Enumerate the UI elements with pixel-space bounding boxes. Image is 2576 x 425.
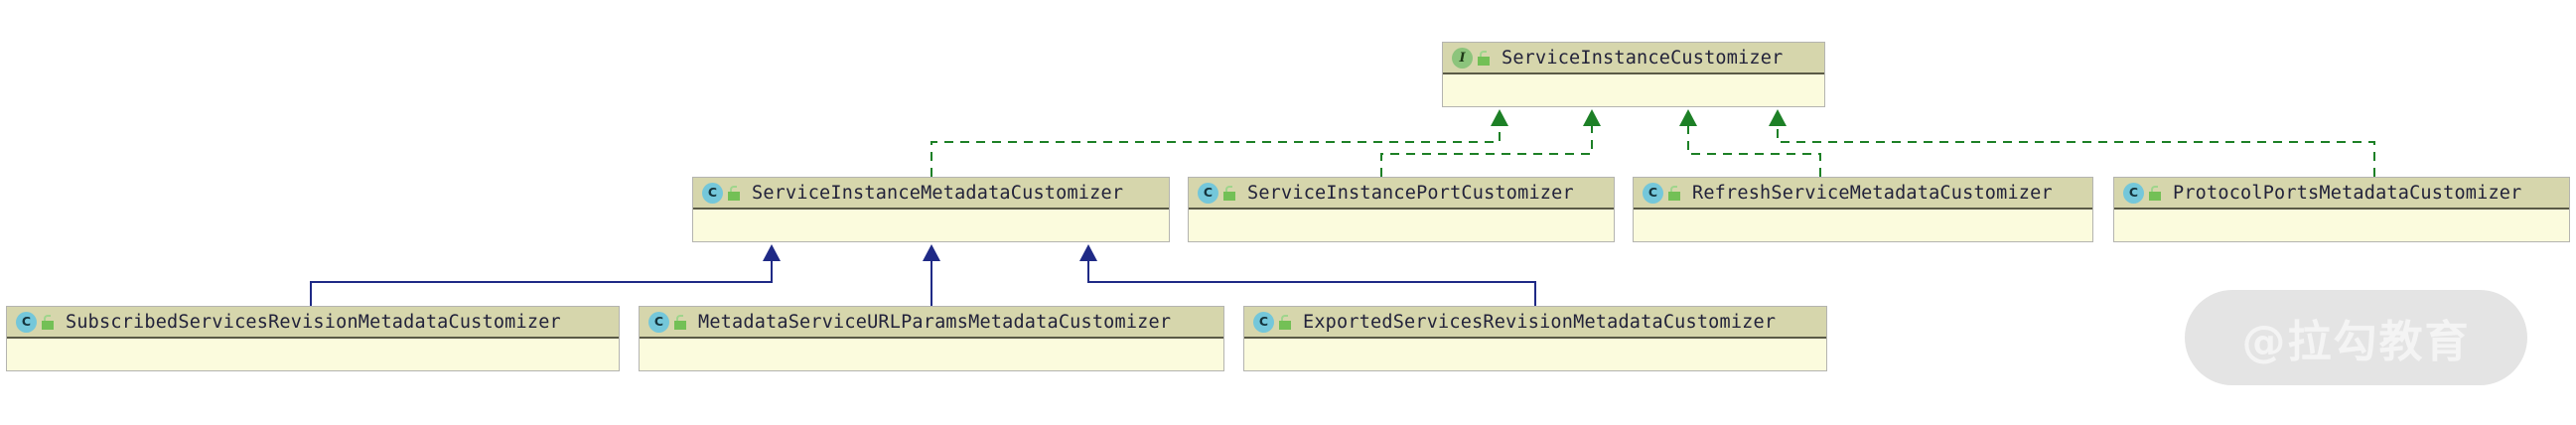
edge-arrowhead bbox=[763, 244, 781, 261]
uml-node-title: SubscribedServicesRevisionMetadataCustom… bbox=[66, 311, 561, 333]
uml-node-header: C MetadataServiceURLParamsMetadataCustomi… bbox=[640, 307, 1223, 339]
edge-realization bbox=[1769, 109, 2375, 177]
uml-node-title: ServiceInstancePortCustomizer bbox=[1247, 182, 1574, 204]
padlock-shackle bbox=[1670, 185, 1677, 193]
uml-node-header: C ProtocolPortsMetadataCustomizer bbox=[2114, 178, 2569, 210]
unlocked-padlock-icon bbox=[727, 185, 741, 201]
uml-node-members-pane bbox=[2114, 210, 2569, 241]
uml-node-service-instance-customizer[interactable]: I ServiceInstanceCustomizer bbox=[1442, 42, 1825, 107]
class-type-icon: C bbox=[1198, 182, 1218, 204]
padlock-shackle bbox=[1480, 50, 1487, 58]
unlocked-padlock-icon bbox=[673, 314, 687, 330]
uml-node-title: ExportedServicesRevisionMetadataCustomiz… bbox=[1303, 311, 1777, 333]
uml-node-refresh-service-metadata-customizer[interactable]: C RefreshServiceMetadataCustomizer bbox=[1633, 177, 2093, 242]
uml-node-members-pane bbox=[1189, 210, 1614, 241]
edge-line bbox=[1087, 250, 1536, 306]
padlock-shackle bbox=[676, 314, 683, 322]
uml-node-members-pane bbox=[693, 210, 1169, 241]
edge-arrowhead bbox=[1583, 109, 1601, 126]
unlocked-padlock-icon bbox=[1477, 50, 1491, 66]
padlock-shackle bbox=[1281, 314, 1288, 322]
uml-node-title: ServiceInstanceMetadataCustomizer bbox=[752, 182, 1124, 204]
padlock-shackle bbox=[2151, 185, 2158, 193]
uml-node-header: C ServiceInstanceMetadataCustomizer bbox=[693, 178, 1169, 210]
unlocked-padlock-icon bbox=[2148, 185, 2162, 201]
uml-node-header: I ServiceInstanceCustomizer bbox=[1443, 43, 1824, 74]
uml-node-header: C RefreshServiceMetadataCustomizer bbox=[1634, 178, 2092, 210]
edge-inheritance bbox=[310, 244, 781, 306]
class-type-icon: C bbox=[648, 311, 669, 333]
edge-realization bbox=[1380, 109, 1601, 177]
watermark-badge: @拉勾教育 bbox=[2185, 290, 2527, 385]
uml-node-protocol-ports-metadata-customizer[interactable]: C ProtocolPortsMetadataCustomizer bbox=[2113, 177, 2570, 242]
edge-arrowhead bbox=[1769, 109, 1787, 126]
edge-inheritance bbox=[923, 244, 940, 306]
uml-node-header: C SubscribedServicesRevisionMetadataCusto… bbox=[7, 307, 619, 339]
unlocked-padlock-icon bbox=[1222, 185, 1236, 201]
unlocked-padlock-icon bbox=[41, 314, 55, 330]
class-type-icon: C bbox=[2123, 182, 2144, 204]
edge-inheritance bbox=[1079, 244, 1536, 306]
edge-line bbox=[1687, 115, 1821, 177]
uml-node-members-pane bbox=[640, 339, 1223, 370]
uml-node-title: RefreshServiceMetadataCustomizer bbox=[1692, 182, 2053, 204]
uml-node-members-pane bbox=[1244, 339, 1826, 370]
padlock-body bbox=[1279, 320, 1291, 330]
uml-node-title: ServiceInstanceCustomizer bbox=[1502, 47, 1784, 69]
edge-arrowhead bbox=[1679, 109, 1697, 126]
padlock-body bbox=[674, 320, 686, 330]
edge-realization bbox=[1679, 109, 1821, 177]
uml-node-metadata-service-url-params-metadata-customizer[interactable]: C MetadataServiceURLParamsMetadataCustomi… bbox=[639, 306, 1224, 371]
unlocked-padlock-icon bbox=[1278, 314, 1292, 330]
class-type-icon: C bbox=[1253, 311, 1274, 333]
padlock-body bbox=[2149, 191, 2161, 201]
uml-node-members-pane bbox=[7, 339, 619, 370]
edge-arrowhead bbox=[1079, 244, 1097, 261]
padlock-shackle bbox=[730, 185, 737, 193]
watermark-text: @拉勾教育 bbox=[2241, 317, 2471, 367]
edge-line bbox=[1380, 115, 1593, 177]
uml-node-header: C ExportedServicesRevisionMetadataCustomi… bbox=[1244, 307, 1826, 339]
uml-node-members-pane bbox=[1634, 210, 2092, 241]
padlock-body bbox=[42, 320, 54, 330]
uml-node-subscribed-services-revision-metadata-customizer[interactable]: C SubscribedServicesRevisionMetadataCusto… bbox=[6, 306, 620, 371]
padlock-shackle bbox=[44, 314, 51, 322]
padlock-body bbox=[1668, 191, 1680, 201]
class-type-icon: C bbox=[702, 182, 723, 204]
padlock-body bbox=[1478, 56, 1490, 66]
edge-realization bbox=[930, 109, 1508, 177]
uml-node-title: ProtocolPortsMetadataCustomizer bbox=[2173, 182, 2522, 204]
class-type-icon: C bbox=[1643, 182, 1663, 204]
edge-line bbox=[930, 115, 1501, 177]
uml-node-exported-services-revision-metadata-customizer[interactable]: C ExportedServicesRevisionMetadataCustomi… bbox=[1243, 306, 1827, 371]
interface-type-icon: I bbox=[1452, 47, 1473, 69]
unlocked-padlock-icon bbox=[1667, 185, 1681, 201]
uml-node-members-pane bbox=[1443, 74, 1824, 106]
class-type-icon: C bbox=[16, 311, 37, 333]
padlock-shackle bbox=[1225, 185, 1232, 193]
edge-arrowhead bbox=[923, 244, 940, 261]
padlock-body bbox=[728, 191, 740, 201]
padlock-body bbox=[1223, 191, 1235, 201]
edge-arrowhead bbox=[1491, 109, 1508, 126]
uml-node-title: MetadataServiceURLParamsMetadataCustomiz… bbox=[698, 311, 1172, 333]
uml-node-header: C ServiceInstancePortCustomizer bbox=[1189, 178, 1614, 210]
uml-node-service-instance-metadata-customizer[interactable]: C ServiceInstanceMetadataCustomizer bbox=[692, 177, 1170, 242]
edge-line bbox=[1777, 115, 2375, 177]
edge-line bbox=[310, 250, 773, 306]
uml-node-service-instance-port-customizer[interactable]: C ServiceInstancePortCustomizer bbox=[1188, 177, 1615, 242]
